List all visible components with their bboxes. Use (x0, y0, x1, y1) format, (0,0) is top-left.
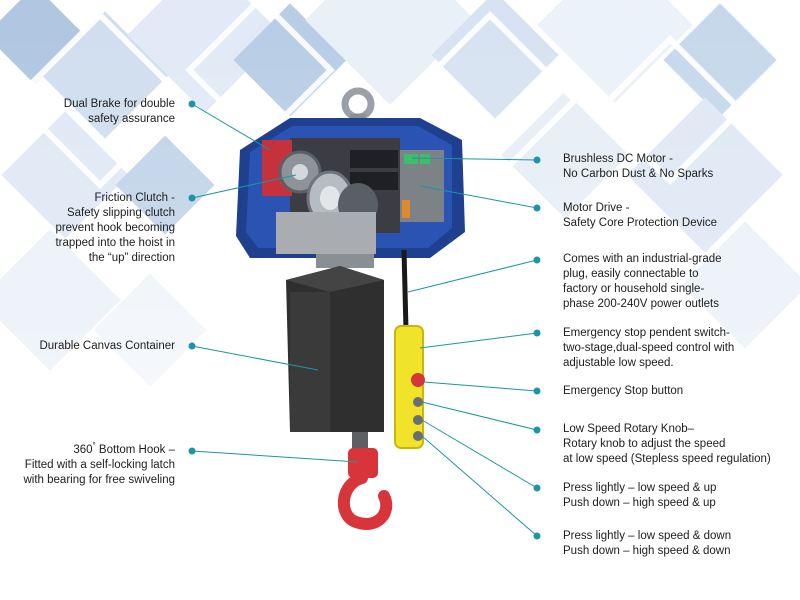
callout-emergency-button: Emergency Stop button (563, 384, 683, 399)
callout-text: Fitted with a self-locking latch (24, 459, 175, 471)
callout-text: Safety slipping clutch (66, 207, 175, 219)
callout-text: two-stage,dual-speed control with (563, 342, 735, 354)
callout-text: Press lightly – low speed & down (563, 530, 732, 542)
leader-up-button (421, 419, 541, 492)
callout-text: Emergency stop pendent switch- (563, 327, 730, 339)
callout-text: prevent hook becoming (55, 222, 175, 234)
hook-title: Bottom Hook – (95, 444, 175, 456)
callout-text: the “up” direction (88, 252, 175, 264)
gearbox-cover (276, 212, 376, 254)
callout-text: Friction Clutch - (94, 192, 175, 204)
callout-text: Safety Core Protection Device (563, 217, 718, 229)
callout-bottom-hook: 360° Bottom Hook – Fitted with a self-lo… (23, 441, 176, 488)
leader-dc-motor (411, 156, 541, 164)
chain-guide (316, 254, 374, 268)
leader-bottom-hook (188, 447, 359, 463)
hook-rotation-value: 360 (73, 444, 93, 456)
callout-text: with bearing for free swiveling (23, 474, 176, 486)
callout-dc-motor: Brushless DC Motor - No Carbon Dust & No… (563, 152, 713, 182)
callout-friction-clutch: Friction Clutch - Safety slipping clutch… (55, 191, 175, 266)
callout-text: phase 200-240V power outlets (563, 298, 719, 310)
callout-text: at low speed (Stepless speed regulation) (563, 453, 771, 465)
callout-text: Press lightly – low speed & up (563, 482, 717, 494)
brake-and-clutch (262, 140, 378, 227)
leader-emergency-button (423, 381, 541, 395)
callout-up-button: Press lightly – low speed & up Push down… (563, 481, 716, 511)
callout-text: Dual Brake for double (63, 98, 175, 110)
callout-text: Durable Canvas Container (39, 340, 175, 352)
callout-text: plug, easily connectable to (563, 268, 699, 280)
callout-dual-brake: Dual Brake for double safety assurance (64, 97, 175, 127)
leader-dual-brake (188, 100, 271, 151)
callout-text: trapped into the hoist in (55, 237, 175, 249)
degree-symbol: ° (92, 441, 96, 451)
callout-text: factory or household single- (563, 283, 705, 295)
callout-text: Motor Drive - (563, 202, 630, 214)
leader-plug (407, 256, 541, 293)
callout-text: Rotary knob to adjust the speed (563, 438, 726, 450)
callout-motor-drive: Motor Drive - Safety Core Protection Dev… (563, 201, 717, 231)
leader-motor-drive (419, 185, 541, 212)
pendant-control (394, 249, 425, 449)
leader-down-button (421, 435, 541, 540)
leader-pendent (419, 329, 541, 349)
canvas-container (286, 266, 384, 432)
callout-canvas-container: Durable Canvas Container (39, 339, 175, 354)
callout-text: No Carbon Dust & No Sparks (563, 168, 714, 180)
callout-text: adjustable low speed. (563, 357, 674, 369)
callout-text: Push down – high speed & up (563, 497, 716, 509)
callout-text: Comes with an industrial-grade (563, 253, 722, 265)
leader-canvas-container (188, 342, 319, 371)
callout-plug: Comes with an industrial-grade plug, eas… (563, 252, 722, 312)
callout-text: Push down – high speed & down (563, 545, 731, 557)
callout-down-button: Press lightly – low speed & down Push do… (563, 529, 731, 559)
bottom-hook (337, 432, 393, 530)
callout-text: Emergency Stop button (563, 385, 684, 397)
callout-pendent-switch: Emergency stop pendent switch- two-stage… (563, 326, 734, 371)
leader-rotary-knob (421, 401, 541, 434)
callout-text: Low Speed Rotary Knob– (563, 423, 695, 435)
callout-rotary-knob: Low Speed Rotary Knob– Rotary knob to ad… (563, 422, 771, 467)
callout-text: safety assurance (88, 113, 175, 125)
leader-friction-clutch (188, 174, 297, 202)
callout-text: Brushless DC Motor - (563, 153, 673, 165)
callout-text: 360° Bottom Hook – (24, 441, 175, 458)
